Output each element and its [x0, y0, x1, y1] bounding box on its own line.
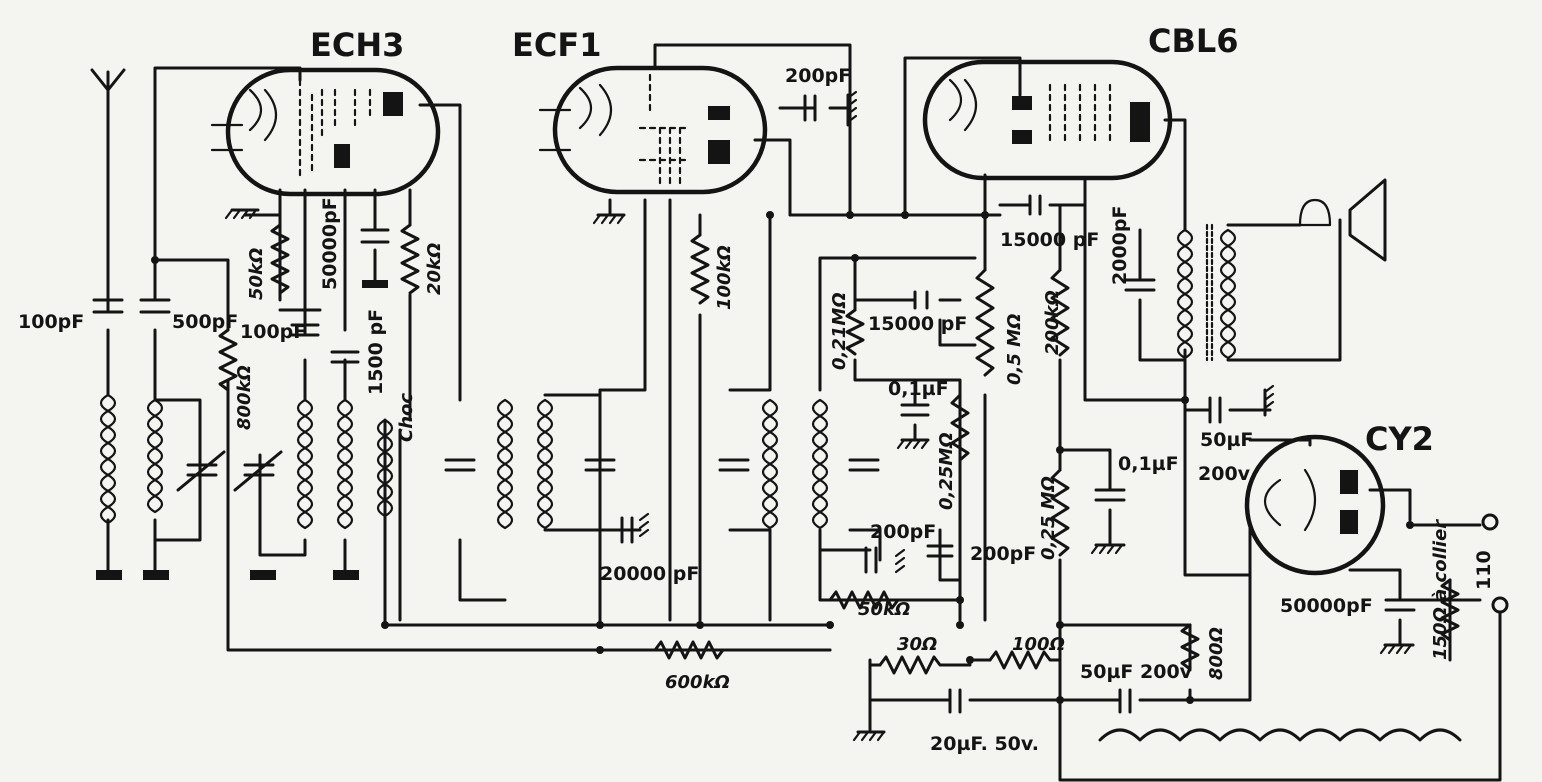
- label-c-200-a: 200pF: [870, 521, 936, 543]
- capacitors: [92, 94, 1416, 714]
- label-r-100: 100Ω: [1012, 634, 1065, 655]
- label-r-05m: 0,5 MΩ: [1004, 314, 1025, 385]
- label-c-ant: 100pF: [18, 311, 84, 333]
- label-c-200-b: 200pF: [970, 543, 1036, 565]
- tube-cy2: [1244, 434, 1386, 576]
- label-c-01-b: 0,1µF: [1118, 453, 1179, 475]
- wiring: [90, 43, 1502, 782]
- label-c-15000: 15000 pF: [868, 313, 967, 335]
- label-r-600k: 600kΩ: [665, 672, 730, 693]
- resistors: [218, 223, 1460, 675]
- label-r-100k: 100kΩ: [714, 245, 735, 310]
- grounds: [96, 90, 1415, 742]
- coils: [99, 198, 1332, 530]
- tube-ecf1: [538, 65, 768, 195]
- ech3-label: ECH3: [310, 26, 404, 64]
- label-c-200-top: 200pF: [785, 65, 851, 87]
- label-r-30: 30Ω: [897, 634, 937, 655]
- label-r-025m-b: 0,25 MΩ: [1038, 476, 1059, 560]
- label-r-50k-b: 50kΩ: [858, 599, 910, 620]
- label-v-200: 200v: [1198, 463, 1251, 485]
- label-r-025m-a: 0,25MΩ: [936, 432, 957, 510]
- label-c-50uf-b: 50µF 200v: [1080, 661, 1193, 683]
- tube-ech3: [210, 67, 441, 197]
- label-c-2000: 2000pF: [1109, 206, 1131, 285]
- junctions: [151, 211, 1414, 704]
- label-c-1500: 1500 pF: [365, 309, 387, 395]
- label-r-collier: 150Ω à collier: [1430, 519, 1451, 660]
- label-r-20k: 20kΩ: [424, 243, 445, 295]
- label-mains: 110: [1473, 550, 1495, 590]
- component-labels: 100pF 500pF 50kΩ 50000pF 20kΩ 100pF 1500…: [18, 65, 1495, 755]
- label-c-20000: 20000 pF: [600, 563, 699, 585]
- mains-terminals: [1481, 513, 1509, 614]
- label-c-100: 100pF: [240, 321, 306, 343]
- label-r-200k: 200kΩ: [1042, 290, 1063, 355]
- label-r-800: 800Ω: [1206, 627, 1227, 680]
- cy2-label: CY2: [1365, 420, 1434, 458]
- label-c-50uf: 50µF: [1200, 429, 1253, 451]
- ecf1-label: ECF1: [512, 26, 601, 64]
- label-c-01-a: 0,1µF: [888, 378, 949, 400]
- label-r-021m: 0,21MΩ: [829, 292, 850, 370]
- label-c-20uf: 20µF. 50v.: [930, 733, 1039, 755]
- label-r-800k: 800kΩ: [234, 365, 255, 430]
- cbl6-label: CBL6: [1148, 22, 1239, 60]
- label-choc: Choc: [396, 393, 417, 442]
- tube-cbl6: [922, 59, 1173, 181]
- label-c-50000: 50000pF: [319, 197, 341, 290]
- label-c-50000-b: 50000pF: [1280, 595, 1373, 617]
- label-c-15000-top: 15000 pF: [1000, 229, 1099, 251]
- label-r-50k: 50kΩ: [246, 248, 267, 300]
- label-c-500: 500pF: [172, 311, 238, 333]
